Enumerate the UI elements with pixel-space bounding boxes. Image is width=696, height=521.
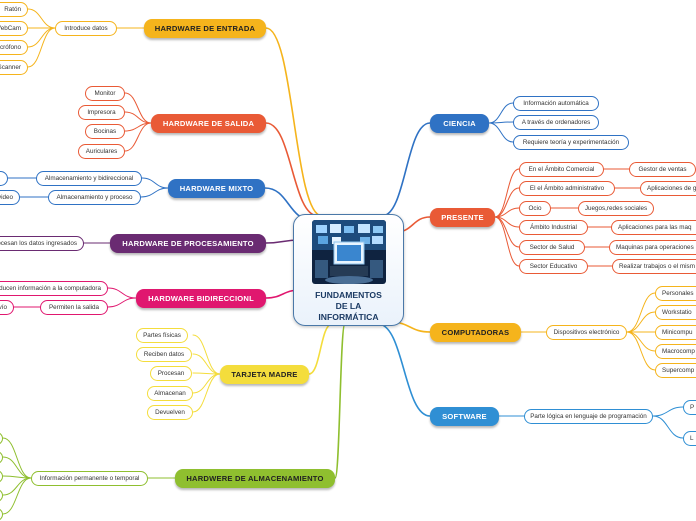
connector-entrada (265, 27, 323, 217)
computadoras-minicomputadoras[interactable]: Minicompu (655, 325, 696, 340)
bidireccional-introducen-informacion[interactable]: Introducen información a la computadora (0, 281, 108, 296)
madre-almacenan[interactable]: Almacenan (147, 386, 193, 401)
software-leaf-p[interactable]: P (683, 400, 696, 415)
entrada-microfono[interactable]: Micrófono (0, 40, 28, 55)
entrada-scanner[interactable]: Scanner (0, 60, 28, 75)
mixto-almacenamiento-proceso[interactable]: Almacenamiento y proceso (48, 190, 141, 205)
connector-line (2, 477, 32, 496)
bidireccional-leaf-envio[interactable]: Envío (0, 300, 14, 315)
mixto-leaf-video[interactable]: video (0, 190, 20, 205)
software-leaf-l[interactable]: L (683, 431, 696, 446)
topic-hardware-bidireccional[interactable]: HARDWARE BIDIRECCIONL (136, 289, 266, 308)
topic-presente[interactable]: PRESENTE (430, 208, 495, 227)
topic-hardware-entrada[interactable]: HARDWARE DE ENTRADA (144, 19, 266, 38)
connector-line (192, 373, 221, 413)
topic-software[interactable]: SOFTWARE (430, 407, 499, 426)
topic-hardware-procesamiento[interactable]: HARDWARE DE PROCESAMIENTO (110, 234, 266, 253)
procesamiento-procesan-datos[interactable]: Procesan los datos ingresados (0, 236, 84, 251)
connector-line (626, 311, 656, 333)
connector-line (494, 187, 520, 218)
entrada-raton[interactable]: Ratón (0, 2, 28, 17)
entrada-webcam[interactable]: WebCam (0, 21, 28, 36)
central-topic[interactable]: FUNDAMENTOS DE LA INFORMÁTICA (293, 214, 404, 326)
connector-line (2, 456, 32, 479)
topic-computadoras[interactable]: COMPUTADORAS (430, 323, 521, 342)
connector-line (141, 177, 169, 189)
connector-line (192, 373, 221, 394)
ciencia-informacion-automatica[interactable]: Información automática (513, 96, 599, 111)
presente-ambito-industrial[interactable]: Ámbito Industrial (519, 220, 588, 235)
presente-maquinas-operaciones[interactable]: Maquinas para operaciones (609, 240, 696, 255)
computadoras-dispositivos-electronico[interactable]: Dispositivos electrónico (546, 325, 627, 340)
connector-line (626, 331, 656, 371)
connector-line (2, 437, 32, 479)
almacenamiento-informacion-permanente[interactable]: Información permanente o temporal (31, 471, 148, 486)
connector-line (27, 27, 56, 48)
salida-impresora[interactable]: Impresora (78, 105, 125, 120)
technology-collage-icon (312, 220, 386, 284)
connector-line (488, 122, 514, 143)
presente-ambito-administrativo[interactable]: El el Ámbito administrativo (519, 181, 615, 196)
connector-line (124, 122, 152, 152)
presente-sector-salud[interactable]: Sector de Salud (519, 240, 585, 255)
bidireccional-permiten-salida[interactable]: Permiten la salida (40, 300, 108, 315)
connector-line (107, 297, 137, 308)
connector-ciencia (381, 122, 431, 217)
computadoras-supercomputadoras[interactable]: Supercomp (655, 363, 696, 378)
topic-hardware-mixto[interactable]: HARDWARE MIXTO (168, 179, 265, 198)
connector-line (124, 92, 152, 124)
ciencia-traves-ordenadores[interactable]: A través de ordenadores (513, 115, 599, 130)
topic-hardware-salida[interactable]: HARDWARE DE SALIDA (151, 114, 266, 133)
connector-line (2, 477, 32, 515)
connector-madre (308, 323, 333, 375)
madre-reciben-datos[interactable]: Reciben datos (136, 347, 192, 362)
presente-realizar-trabajos[interactable]: Realizar trabajos o el mism (612, 259, 696, 274)
connector-line (192, 334, 221, 375)
connector-line (494, 168, 520, 218)
presente-ambito-comercial[interactable]: En el Ámbito Comercial (519, 162, 604, 177)
central-topic-title: FUNDAMENTOS DE LA INFORMÁTICA (315, 290, 382, 322)
software-parte-logica[interactable]: Parte lógica en lenguaje de programación (524, 409, 653, 424)
connector-line (494, 216, 520, 267)
connector-line (107, 287, 137, 299)
entrada-introduce-datos[interactable]: Introduce datos (55, 21, 117, 36)
connector-software (377, 323, 431, 417)
salida-auriculares[interactable]: Auriculares (78, 144, 125, 159)
presente-gestor-ventas[interactable]: Gestor de ventas (629, 162, 696, 177)
connector-line (124, 111, 152, 124)
topic-hardware-almacenamiento[interactable]: HARDWERE DE ALMACENAMIENTO (175, 469, 335, 488)
madre-devuelven[interactable]: Devuelven (147, 405, 193, 420)
presente-ocio[interactable]: Ocio (519, 201, 551, 216)
connector-line (27, 8, 56, 29)
connector-line (27, 27, 56, 68)
connector-salida (265, 122, 319, 217)
presente-sector-educativo[interactable]: Sector Educativo (519, 259, 588, 274)
ciencia-teoria-experimentacion[interactable]: Requiere teoría y experimentación (513, 135, 629, 150)
computadoras-workstation[interactable]: Workstatio (655, 305, 696, 320)
presente-aplicaciones-maquinas[interactable]: Aplicaciones para las maq (611, 220, 696, 235)
topic-tarjeta-madre[interactable]: TARJETA MADRE (220, 365, 309, 384)
connector-almacenamiento (334, 323, 346, 479)
connector-line (626, 292, 656, 333)
madre-partes-fisicas[interactable]: Partes físicas (136, 328, 188, 343)
connector-line (652, 406, 684, 417)
salida-monitor[interactable]: Monitor (85, 86, 125, 101)
connector-line (488, 102, 514, 124)
madre-procesan[interactable]: Procesan (150, 366, 192, 381)
connector-line (626, 331, 656, 352)
presente-aplicaciones-gestion[interactable]: Aplicaciones de g (640, 181, 696, 196)
mixto-almacenamiento-bidireccional[interactable]: Almacenamiento y bidireccional (36, 171, 142, 186)
computadoras-macrocomputadoras[interactable]: Macrocomp (655, 344, 696, 359)
presente-juegos-redes[interactable]: Juegos,redes sociales (578, 201, 654, 216)
connector-line (652, 415, 684, 439)
connector-line (192, 353, 221, 375)
connector-line (140, 187, 169, 198)
salida-bocinas[interactable]: Bocinas (85, 124, 125, 139)
topic-ciencia[interactable]: CIENCIA (430, 114, 489, 133)
computadoras-personales[interactable]: Personales (655, 286, 696, 301)
